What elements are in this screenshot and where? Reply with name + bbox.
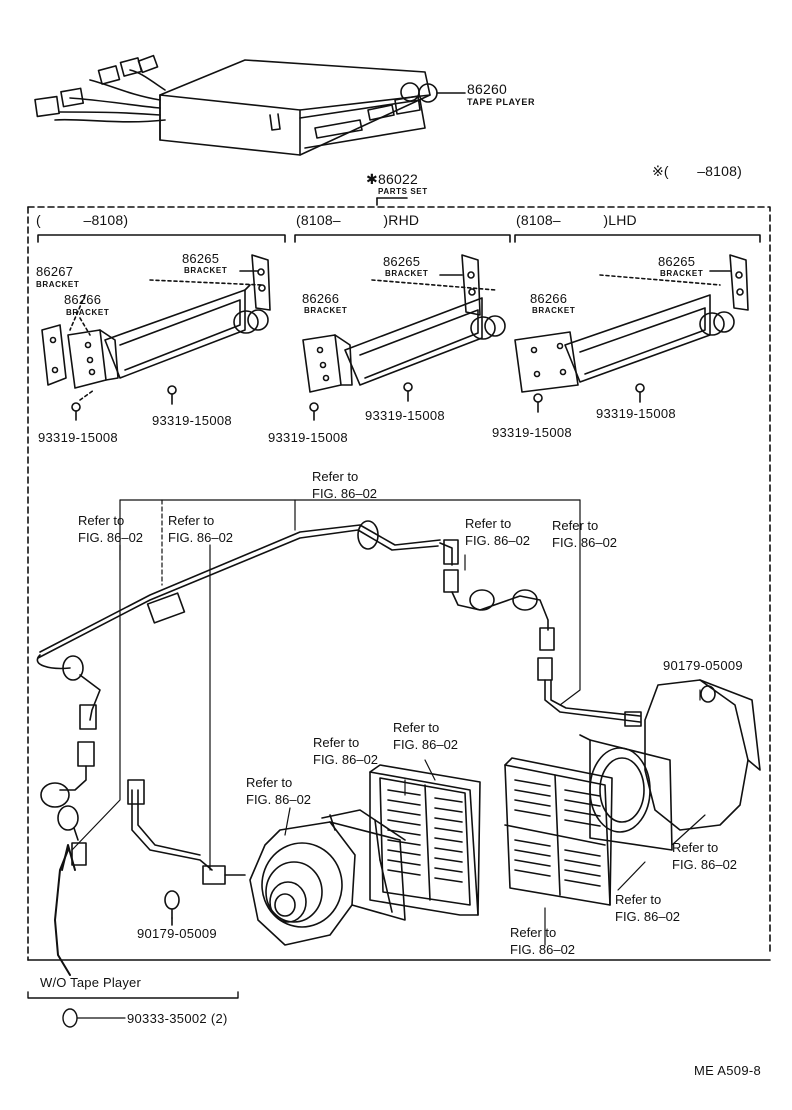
v3-screw-2: 93319-15008 (596, 406, 676, 421)
parts-set-part-no: 86022 (378, 171, 418, 187)
clip-left (164, 890, 180, 926)
figure-code: ME A509-8 (694, 1063, 762, 1078)
bracket-set-3 (514, 254, 749, 413)
leader-lines (71, 499, 706, 946)
refer-mid2-line2: FIG. 86–02 (552, 535, 618, 550)
refer-speaker-left2-line2: FIG. 86–02 (246, 792, 312, 807)
refer-mid2: Refer to FIG. 86–02 (552, 517, 617, 551)
refer-mid1-line1: Refer to (465, 516, 512, 531)
clip-right (700, 685, 716, 703)
variant-1-header: ( –8108) (36, 212, 129, 228)
refer-speaker-left-line2: FIG. 86–02 (313, 752, 379, 767)
v3-screw-1: 93319-15008 (492, 425, 572, 440)
parts-set-marker: ✱ (366, 171, 378, 187)
v1-screw-1: 93319-15008 (38, 430, 118, 445)
left-speaker (249, 809, 406, 946)
v1-bracket-86265-part-no: 86265 (182, 251, 220, 266)
refer-right2: Refer to FIG. 86–02 (615, 891, 680, 925)
refer-bottom-line2: FIG. 86–02 (510, 942, 576, 957)
v2-bracket-86266-label: BRACKET (304, 306, 348, 315)
refer-left1-line1: Refer to (78, 513, 125, 528)
v1-screw-2: 93319-15008 (152, 413, 232, 428)
variant-2-header: (8108– )RHD (296, 212, 420, 228)
refer-mid2-line1: Refer to (552, 518, 599, 533)
left-grille (369, 764, 481, 916)
refer-left2-line1: Refer to (168, 513, 215, 528)
refer-top: Refer to FIG. 86–02 (312, 468, 377, 502)
refer-grille-left-line2: FIG. 86–02 (393, 737, 459, 752)
bracket-set-2 (302, 254, 506, 421)
refer-right2-line2: FIG. 86–02 (615, 909, 681, 924)
refer-left1: Refer to FIG. 86–02 (78, 512, 143, 546)
refer-right1-line1: Refer to (672, 840, 719, 855)
refer-top-line1: Refer to (312, 469, 359, 484)
refer-right1: Refer to FIG. 86–02 (672, 839, 737, 873)
v2-bracket-86265-part-no: 86265 (383, 254, 421, 269)
refer-left2-line2: FIG. 86–02 (168, 530, 234, 545)
wiring-harness (36, 520, 642, 885)
clip-left-part-no: 90179-05009 (137, 926, 217, 941)
v1-bracket-86267-label: BRACKET (36, 280, 80, 289)
refer-speaker-left-line1: Refer to (313, 735, 360, 750)
v2-bracket-86265-label: BRACKET (385, 269, 429, 278)
wo-tape-player-label: W/O Tape Player (40, 975, 142, 990)
applicability-note: ※( –8108) (652, 163, 742, 179)
v2-screw-2: 93319-15008 (365, 408, 445, 423)
right-speaker (579, 679, 761, 851)
v3-bracket-86265-label: BRACKET (660, 269, 704, 278)
v1-bracket-86267-part-no: 86267 (36, 264, 74, 279)
refer-right2-line1: Refer to (615, 892, 662, 907)
refer-left2: Refer to FIG. 86–02 (168, 512, 233, 546)
clip-right-part-no: 90179-05009 (663, 658, 743, 673)
right-grille (504, 757, 613, 906)
v2-screw-1: 93319-15008 (268, 430, 348, 445)
v3-bracket-86266-label: BRACKET (532, 306, 576, 315)
refer-speaker-left: Refer to FIG. 86–02 (313, 734, 378, 768)
v2-bracket-86266-part-no: 86266 (302, 291, 340, 306)
v1-bracket-86266-part-no: 86266 (64, 292, 102, 307)
tape-player-part-no: 86260 (467, 81, 507, 97)
refer-mid1-line2: FIG. 86–02 (465, 533, 531, 548)
variant-3-header: (8108– )LHD (516, 212, 637, 228)
tape-player-illustration (34, 54, 466, 156)
v3-bracket-86266-part-no: 86266 (530, 291, 568, 306)
refer-speaker-left2: Refer to FIG. 86–02 (246, 774, 311, 808)
refer-grille-left-line1: Refer to (393, 720, 440, 735)
refer-left1-line2: FIG. 86–02 (78, 530, 144, 545)
v3-bracket-86265-part-no: 86265 (658, 254, 696, 269)
wo-tape-player-part: 90333-35002 (2) (127, 1011, 228, 1026)
refer-bottom-line1: Refer to (510, 925, 557, 940)
refer-mid1: Refer to FIG. 86–02 (465, 515, 530, 549)
v1-bracket-86265-label: BRACKET (184, 266, 228, 275)
refer-speaker-left2-line1: Refer to (246, 775, 293, 790)
tape-player-label: TAPE PLAYER (467, 97, 536, 107)
refer-right1-line2: FIG. 86–02 (672, 857, 738, 872)
refer-grille-left: Refer to FIG. 86–02 (393, 719, 458, 753)
bracket-set-1 (41, 254, 271, 421)
refer-bottom: Refer to FIG. 86–02 (510, 924, 575, 958)
v1-bracket-86266-label: BRACKET (66, 308, 110, 317)
parts-set-label: PARTS SET (378, 187, 428, 196)
refer-top-line2: FIG. 86–02 (312, 486, 378, 501)
